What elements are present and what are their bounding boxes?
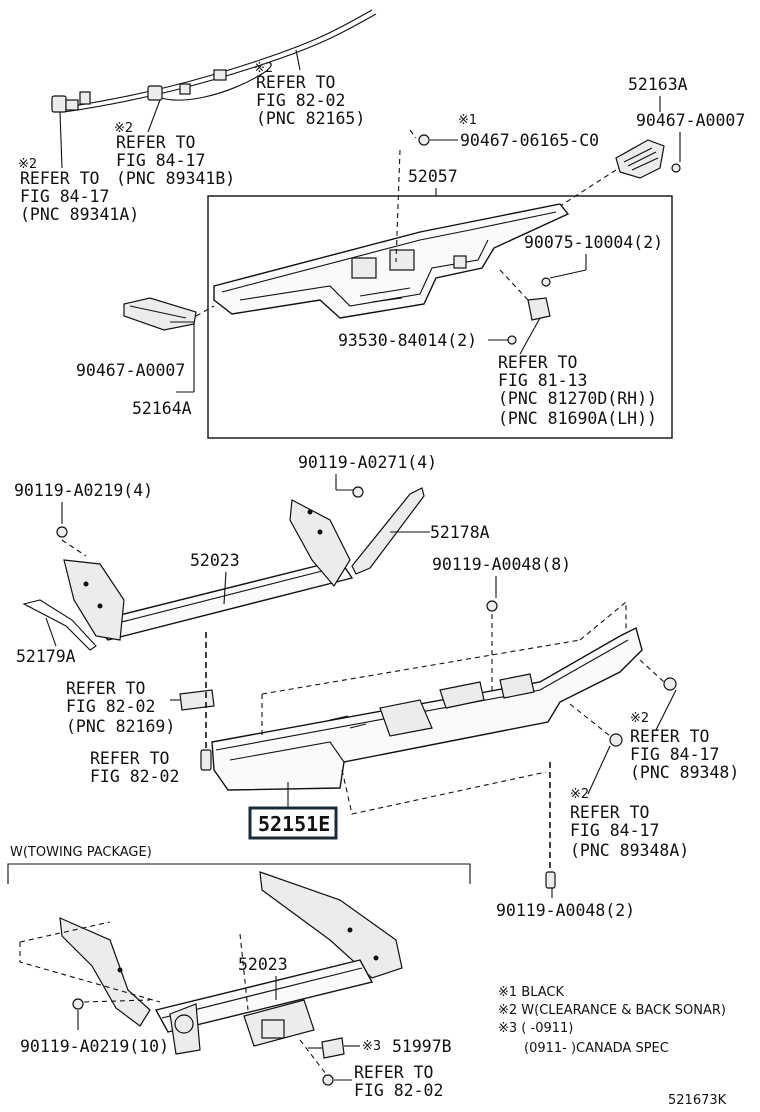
rear-bumper-52151E xyxy=(211,626,643,791)
refer-82165-mark: ※2 xyxy=(254,61,273,76)
label-52023-tow: 52023 xyxy=(238,955,288,974)
bolt-82-02-bottom xyxy=(322,1074,334,1086)
refer-89348A-mark: ※2 xyxy=(570,787,589,802)
towing-header: W(TOWING PACKAGE) xyxy=(10,845,152,860)
refer-89341A-l1: REFER TO xyxy=(20,169,99,188)
label-52164A: 52164A xyxy=(132,399,192,418)
refer-89348-mark: ※2 xyxy=(630,711,649,726)
refer-82169-l2: FIG 82-02 xyxy=(66,697,155,716)
bolt-90119-A0048-2 xyxy=(545,871,556,889)
part-52151E-box xyxy=(248,806,338,840)
label-52023: 52023 xyxy=(190,551,240,570)
label-51997B: 51997B xyxy=(392,1037,452,1056)
label-52057: 52057 xyxy=(408,167,458,186)
label-90119-A0048-2: 90119-A0048(2) xyxy=(496,901,635,920)
label-52178A: 52178A xyxy=(430,523,490,542)
bolt-90119-A0048 xyxy=(486,600,498,612)
step-bumper-52057 xyxy=(213,203,570,319)
step-pad-right xyxy=(615,139,665,179)
refer-81270-l3: (PNC 81270D(RH)) xyxy=(498,389,657,408)
label-90119-A0219-4: 90119-A0219(4) xyxy=(14,481,153,500)
bracket-52179A xyxy=(22,599,97,651)
refer-82165-l3: (PNC 82165) xyxy=(256,109,365,128)
label-90467-A0007-left: 90467-A0007 xyxy=(76,361,185,380)
connector-51997B xyxy=(321,1037,345,1059)
refer-89341B-mark: ※2 xyxy=(114,121,133,136)
refer-89348A-l1: REFER TO xyxy=(570,803,649,822)
note-2: ※2 W(CLEARANCE & BACK SONAR) xyxy=(498,1003,726,1018)
refer-82169-l1: REFER TO xyxy=(66,679,145,698)
refer-81270-l2: FIG 81-13 xyxy=(498,371,587,390)
step-assembly-box xyxy=(207,195,673,439)
label-90119-A0271: 90119-A0271(4) xyxy=(298,453,437,472)
label-90467-A0007-top: 90467-A0007 xyxy=(636,111,745,130)
label-52151E: 52151E xyxy=(258,812,330,836)
refer-81270-l4: (PNC 81690A(LH)) xyxy=(498,409,657,428)
bolt-82-02 xyxy=(200,749,212,771)
refer-82-02-mid-l1: REFER TO xyxy=(90,749,169,768)
sensor-89348A xyxy=(609,733,623,747)
reinforcement-52023 xyxy=(63,499,354,641)
refer-89341A-mark: ※2 xyxy=(18,157,37,172)
refer-82-02-mid-l2: FIG 82-02 xyxy=(90,767,179,786)
clip-black xyxy=(418,134,430,146)
label-52163A: 52163A xyxy=(628,75,688,94)
label-90467-06165: 90467-06165-C0 xyxy=(460,131,599,150)
note-3: ※3 ( -0911) xyxy=(498,1021,573,1036)
refer-82169-l3: (PNC 82169) xyxy=(66,717,175,736)
label-90075: 90075-10004(2) xyxy=(524,233,663,252)
refer-89348A-l3: (PNC 89348A) xyxy=(570,841,689,860)
bolt-90119-A0219-10 xyxy=(72,998,84,1010)
connector-82169 xyxy=(179,689,215,711)
bolt-90119-A0271 xyxy=(352,486,364,498)
towing-bracket-line xyxy=(7,863,471,884)
label-52179A: 52179A xyxy=(16,647,76,666)
refer-89348-l3: (PNC 89348) xyxy=(630,763,739,782)
bracket-81270 xyxy=(527,297,551,321)
refer-82165-l2: FIG 82-02 xyxy=(256,91,345,110)
towing-frame-52023 xyxy=(59,871,403,1055)
refer-89348-l1: REFER TO xyxy=(630,727,709,746)
refer-89341B-l3: (PNC 89341B) xyxy=(116,169,235,188)
refer-89341B-l2: FIG 84-17 xyxy=(116,151,205,170)
note-4: (0911- )CANADA SPEC xyxy=(524,1041,669,1056)
refer-89341A-l3: (PNC 89341A) xyxy=(20,205,139,224)
bolt-90119-A0219 xyxy=(56,526,68,538)
label-90119-A0219-10: 90119-A0219(10) xyxy=(20,1037,169,1056)
label-90119-A0048-8: 90119-A0048(8) xyxy=(432,555,571,574)
label-90467-06165-mark: ※1 xyxy=(458,113,477,128)
figure-id: 521673K xyxy=(668,1093,727,1108)
refer-89341A-l2: FIG 84-17 xyxy=(20,187,109,206)
refer-81270-l1: REFER TO xyxy=(498,353,577,372)
refer-82165-l1: REFER TO xyxy=(256,73,335,92)
refer-82-02-bottom-l2: FIG 82-02 xyxy=(354,1081,443,1100)
brace-52178A xyxy=(351,487,425,575)
refer-89341B-l1: REFER TO xyxy=(116,133,195,152)
refer-89348A-l2: FIG 84-17 xyxy=(570,821,659,840)
label-93530: 93530-84014(2) xyxy=(338,331,477,350)
wiring-harness xyxy=(51,9,377,113)
sensor-89348 xyxy=(663,677,677,691)
note-1: ※1 BLACK xyxy=(498,985,564,1000)
step-pad-left xyxy=(123,297,197,331)
refer-89348-l2: FIG 84-17 xyxy=(630,745,719,764)
label-51997B-mark: ※3 xyxy=(362,1039,381,1054)
refer-82-02-bottom-l1: REFER TO xyxy=(354,1063,433,1082)
